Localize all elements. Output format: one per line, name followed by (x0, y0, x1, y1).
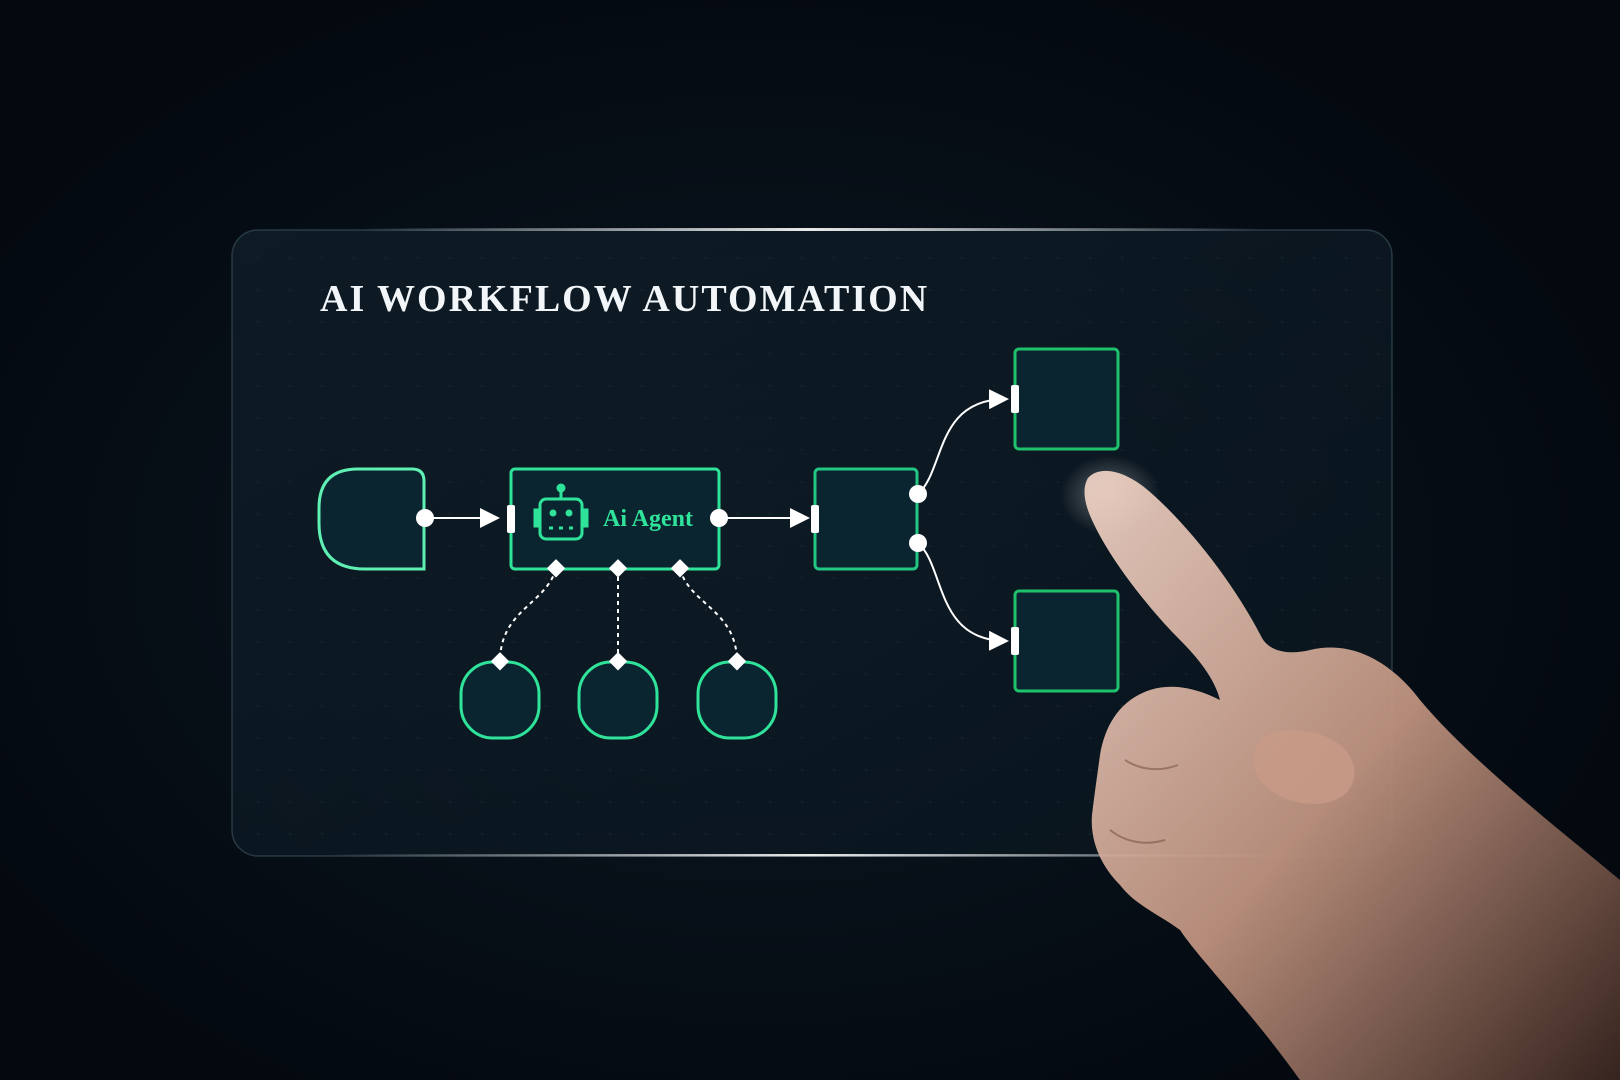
port-bar (1011, 627, 1019, 655)
edge-agent-tool-1 (499, 568, 557, 663)
port-dot (909, 485, 927, 503)
output-node-bottom[interactable] (1013, 589, 1120, 693)
panel-bottom-highlight (330, 854, 1290, 857)
robot-icon (533, 483, 589, 541)
port-bar (1011, 385, 1019, 413)
start-node[interactable] (317, 467, 426, 571)
port-dot (416, 509, 434, 527)
knuckle-crease (1124, 759, 1179, 771)
thumb-shape (1253, 729, 1355, 804)
ai-agent-node[interactable]: Ai Agent (509, 467, 721, 571)
tool-node-3[interactable] (696, 660, 778, 740)
tool-node-2[interactable] (577, 660, 659, 740)
router-node[interactable] (813, 467, 919, 571)
port-diamond (490, 652, 510, 671)
ai-agent-label: Ai Agent (603, 506, 693, 532)
pointing-hand (1060, 455, 1620, 1080)
edge-agent-tool-3 (679, 568, 738, 663)
port-bar (507, 505, 515, 533)
edge-router-top (917, 389, 1009, 495)
port-diamond (608, 652, 628, 671)
connectors (425, 389, 1009, 663)
tool-node-1[interactable] (459, 660, 541, 740)
edge-router-bottom (917, 542, 1009, 651)
port-bar (811, 505, 819, 533)
port-diamond (546, 559, 566, 578)
port-diamond (608, 559, 628, 578)
ports (416, 385, 1019, 671)
port-dot (710, 509, 728, 527)
knuckle-crease (1109, 829, 1166, 844)
port-diamond (670, 559, 690, 578)
port-dot (909, 534, 927, 552)
panel-title: AI WORKFLOW AUTOMATION (320, 278, 929, 320)
panel-top-highlight (360, 228, 1260, 231)
port-diamond (727, 652, 747, 671)
output-node-top[interactable] (1013, 347, 1120, 451)
